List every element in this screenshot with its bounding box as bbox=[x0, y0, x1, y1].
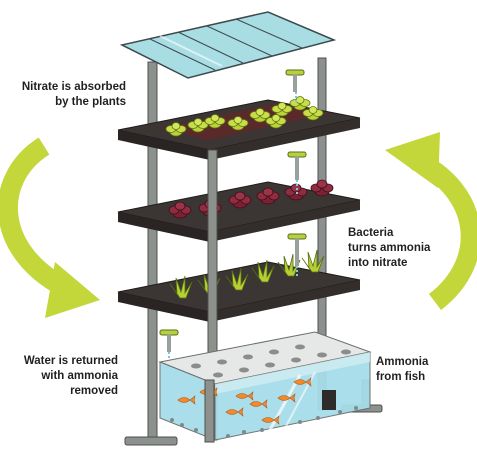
bacteria-line3: into nitrate bbox=[348, 257, 408, 269]
curved-arrow-left-icon bbox=[0, 137, 100, 318]
ammonia-line1: Ammonia bbox=[376, 356, 429, 368]
water-line2: with ammonia bbox=[41, 370, 118, 382]
nitrate-label: Nitrate is absorbed by the plants bbox=[0, 80, 126, 110]
nitrate-line1: Nitrate is absorbed bbox=[21, 81, 126, 93]
ammonia-line2: from fish bbox=[376, 371, 426, 383]
water-line3: removed bbox=[70, 385, 118, 397]
bacteria-line1: Bacteria bbox=[348, 227, 394, 239]
fish-tank bbox=[158, 331, 372, 441]
water-taps bbox=[159, 69, 319, 362]
water-line1: Water is returned bbox=[23, 355, 118, 367]
roof-panel bbox=[119, 11, 337, 79]
ammonia-label: Ammonia from fish bbox=[376, 355, 476, 385]
bacteria-label: Bacteria turns ammonia into nitrate bbox=[348, 226, 476, 271]
nitrate-line2: by the plants bbox=[55, 96, 126, 108]
curved-arrow-right-icon bbox=[385, 132, 477, 310]
bacteria-line2: turns ammonia bbox=[348, 242, 431, 254]
water-returned-label: Water is returned with ammonia removed bbox=[0, 354, 118, 399]
tank-leg bbox=[204, 379, 215, 443]
